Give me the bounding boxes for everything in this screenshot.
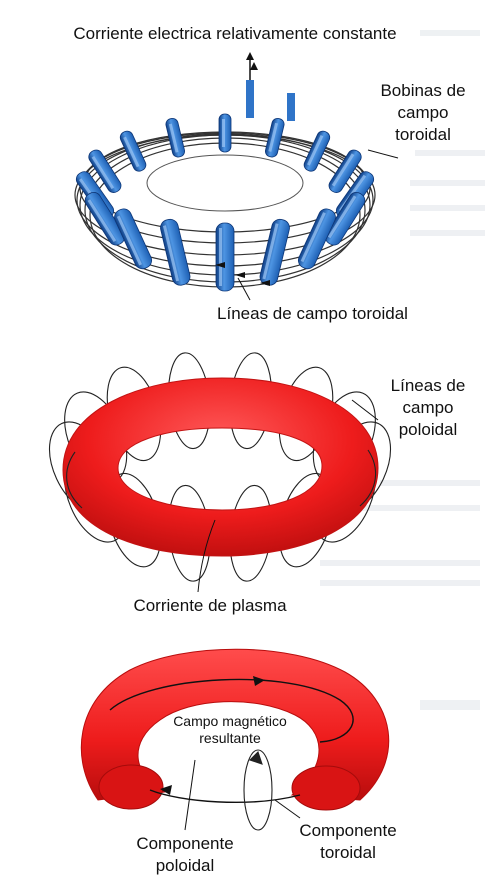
poloidal-lines-label-line: Líneas de (390, 376, 466, 395)
toroidal-lines-label: Líneas de campo toroidal (217, 304, 408, 323)
coil (215, 222, 235, 292)
plasma-cut-torus (80, 648, 390, 801)
coil (297, 208, 336, 270)
coil (84, 191, 126, 246)
poloidal-lines-label-line: campo (402, 398, 454, 417)
toroidal-component-label-line: Componente (299, 821, 397, 840)
coil (265, 118, 285, 158)
coil (114, 208, 153, 270)
coil (88, 149, 122, 193)
toroidal-component-label-line: toroidal (320, 843, 376, 862)
poloidal-component-label: Componente poloidal (125, 833, 245, 877)
coils-label-line: toroidal (395, 125, 451, 144)
coil (324, 191, 366, 246)
coil (160, 218, 191, 286)
coils-label: Bobinas de campo toroidal (368, 80, 478, 146)
resultant-field-label-line: resultante (199, 730, 261, 746)
toroidal-component-label: Componente toroidal (288, 820, 408, 864)
resultant-field-label-line: Campo magnético (173, 713, 287, 729)
resultant-field-label: Campo magnético resultante (160, 713, 300, 747)
toroidal-field-coils (75, 113, 375, 292)
coil (303, 130, 331, 172)
poloidal-component-loop (243, 749, 273, 831)
poloidal-component-label-line: Componente (136, 834, 234, 853)
coil (165, 118, 185, 158)
coil (328, 149, 362, 193)
resultant-field-line (109, 678, 354, 743)
poloidal-lines-label-line: poloidal (398, 420, 458, 439)
coil (218, 113, 232, 153)
poloidal-lines-label: Líneas de campo poloidal (378, 375, 478, 441)
coil (119, 130, 147, 172)
poloidal-component-label-line: poloidal (155, 856, 215, 875)
plasma-torus (62, 377, 379, 557)
coils-label-line: campo (397, 103, 449, 122)
field-direction-arrows (215, 262, 270, 286)
current-label: Corriente electrica relativamente consta… (73, 24, 397, 43)
plasma-current-label: Corriente de plasma (133, 596, 287, 615)
coils-label-line: Bobinas de (380, 81, 466, 100)
current-leads (246, 52, 295, 121)
